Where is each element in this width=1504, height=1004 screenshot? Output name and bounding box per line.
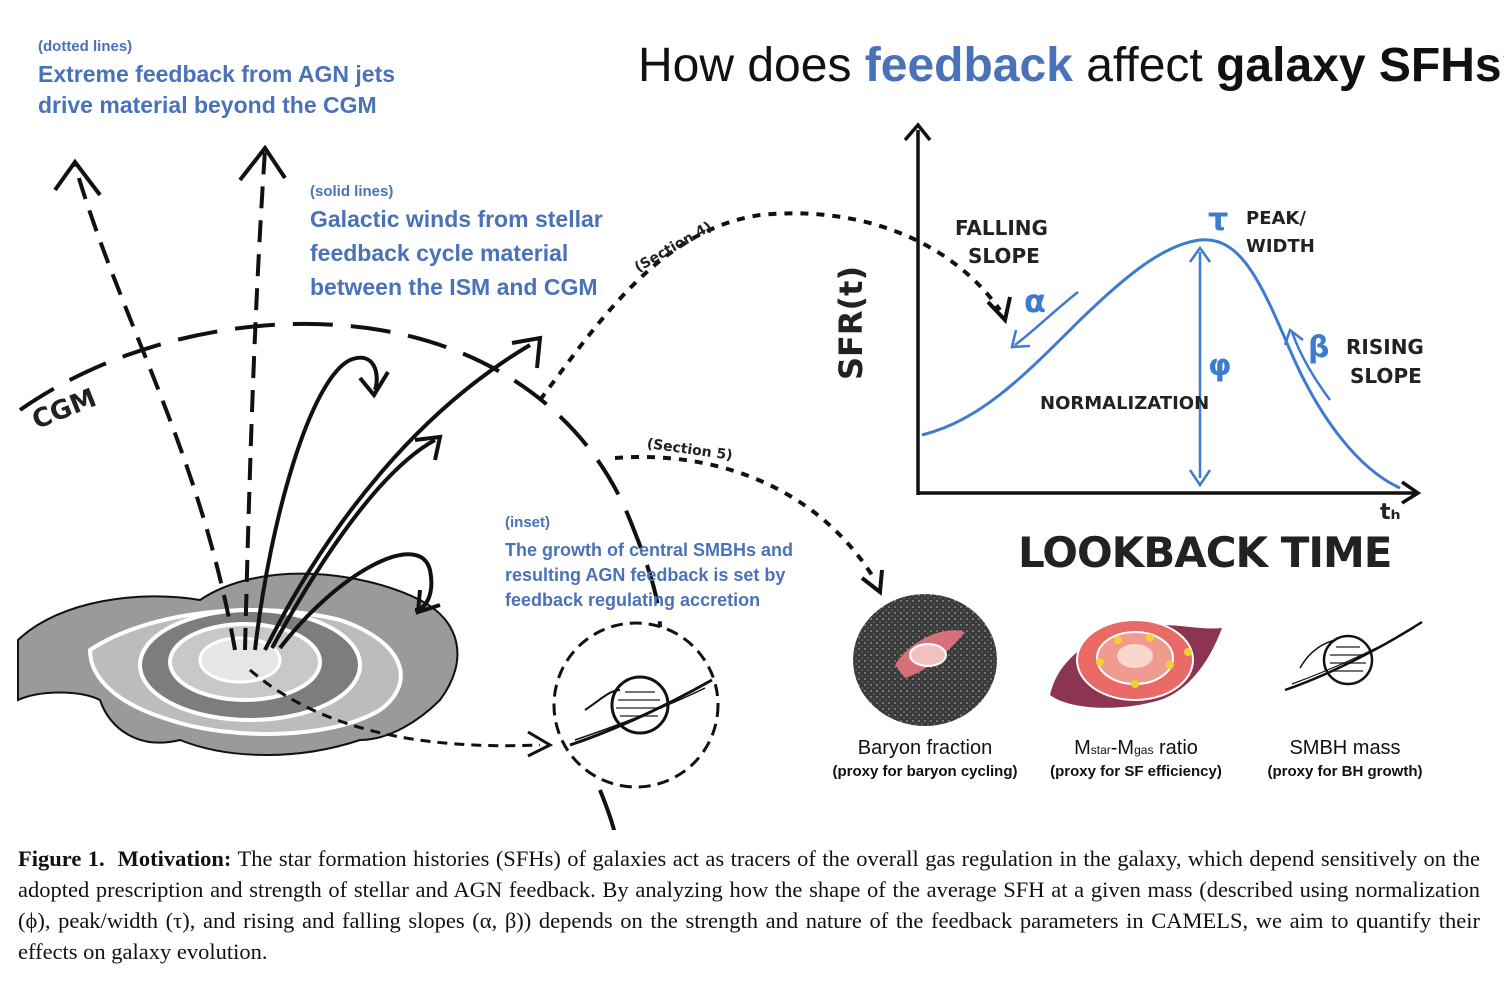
beta-symbol: β — [1308, 330, 1330, 365]
alpha-symbol: α — [1024, 282, 1046, 320]
proxy-smbh-desc: (proxy for BH growth) — [1267, 763, 1423, 780]
figure-title: How does feedback affect galaxy SFHs? — [638, 39, 1504, 92]
normalization-label: NORMALIZATION — [1040, 393, 1210, 414]
dotted-lines-tag: (dotted lines) — [38, 38, 133, 55]
proxy-mstar-name: Mstar-Mgas ratio — [1074, 737, 1198, 759]
solid-lines-tag: (solid lines) — [310, 183, 394, 200]
caption-text: The star formation histories (SFHs) of g… — [18, 846, 1481, 964]
dotted-lines-text-1: Extreme feedback from AGN jets — [38, 61, 396, 87]
sfh-xlabel: LOOKBACK TIME — [1018, 528, 1392, 577]
baryon-fraction-image — [853, 594, 997, 726]
smbh-mass-image — [1284, 620, 1423, 692]
figure-caption: Figure 1. Motivation: The star formation… — [18, 843, 1480, 967]
solid-lines-text-2: feedback cycle material — [310, 240, 569, 266]
solid-lines-text-3: between the ISM and CGM — [310, 274, 598, 300]
figure-illustration — [17, 122, 1423, 830]
falling-label-2: SLOPE — [968, 244, 1040, 268]
inset-text-3: feedback regulating accretion — [505, 590, 761, 610]
tick-end-label: tₕ — [1380, 500, 1401, 525]
inset-text-2: resulting AGN feedback is set by — [505, 565, 786, 585]
proxy-smbh-name: SMBH mass — [1289, 737, 1401, 759]
caption-label: Figure 1. — [18, 846, 105, 871]
proxy-baryon-name: Baryon fraction — [857, 737, 993, 759]
proxy-baryon-desc: (proxy for baryon cycling) — [832, 763, 1018, 780]
inset-smbh — [552, 621, 720, 789]
caption-lead: Motivation: — [117, 846, 232, 871]
phi-symbol: φ — [1208, 348, 1232, 383]
sfh-curve — [921, 238, 1401, 490]
inset-tag: (inset) — [505, 514, 550, 531]
tau-symbol: τ — [1208, 200, 1229, 238]
falling-label-1: FALLING — [955, 216, 1048, 240]
galaxy-drawing — [17, 572, 459, 756]
inset-text-1: The growth of central SMBHs and — [505, 540, 794, 560]
cgm-boundary — [18, 321, 662, 631]
peak-label-2: WIDTH — [1246, 236, 1315, 257]
solid-lines-text-1: Galactic winds from stellar — [310, 206, 603, 232]
mstar-mgas-image — [1050, 619, 1222, 708]
rising-label-1: RISING — [1346, 335, 1424, 359]
proxy-mstar-desc: (proxy for SF efficiency) — [1050, 763, 1222, 780]
peak-label-1: PEAK/ — [1246, 208, 1306, 229]
dotted-lines-text-2: drive material beyond the CGM — [38, 92, 377, 118]
rising-label-2: SLOPE — [1350, 364, 1422, 388]
sfh-axes — [903, 122, 1422, 505]
sfh-ylabel: SFR(t) — [832, 265, 870, 380]
